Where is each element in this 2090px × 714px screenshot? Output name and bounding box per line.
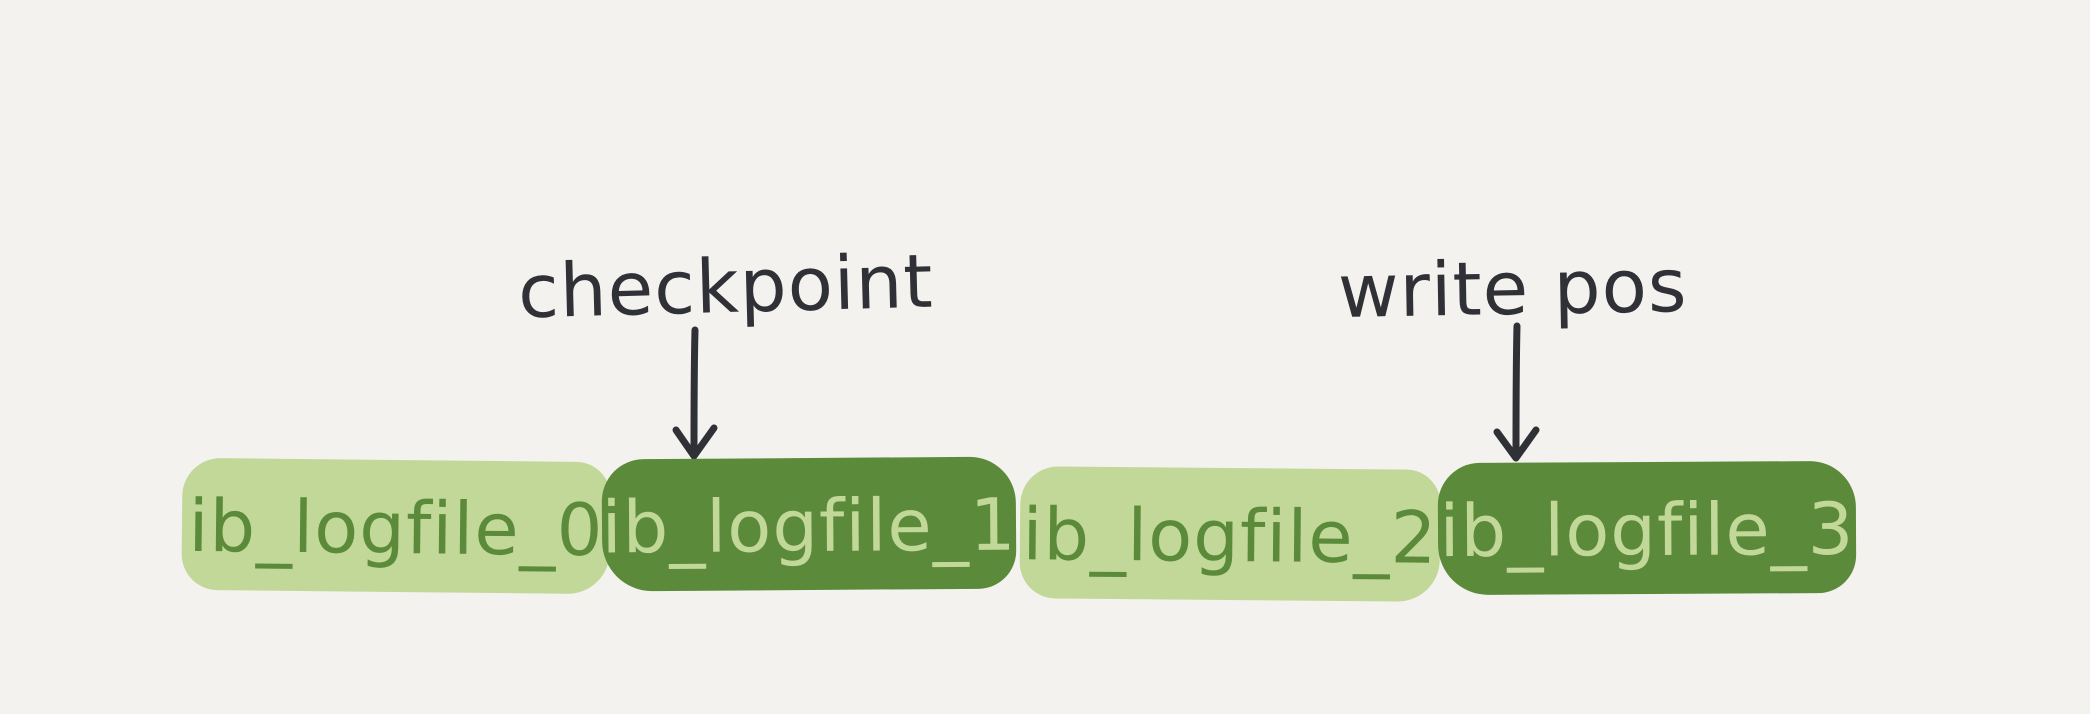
log-file-0-label: ib_logfile_0 [188,483,604,573]
log-file-0-box: ib_logfile_0 [181,457,611,595]
log-file-3-box: ib_logfile_3 [1437,460,1857,596]
log-file-3-label: ib_logfile_3 [1439,486,1855,574]
log-file-1-box: ib_logfile_1 [601,456,1017,592]
log-file-1-label: ib_logfile_1 [601,482,1017,570]
checkpoint-arrow-icon [672,326,718,460]
log-file-2-label: ib_logfile_2 [1022,492,1438,580]
log-file-2-box: ib_logfile_2 [1019,466,1441,602]
write-pos-arrow-icon [1493,322,1540,462]
